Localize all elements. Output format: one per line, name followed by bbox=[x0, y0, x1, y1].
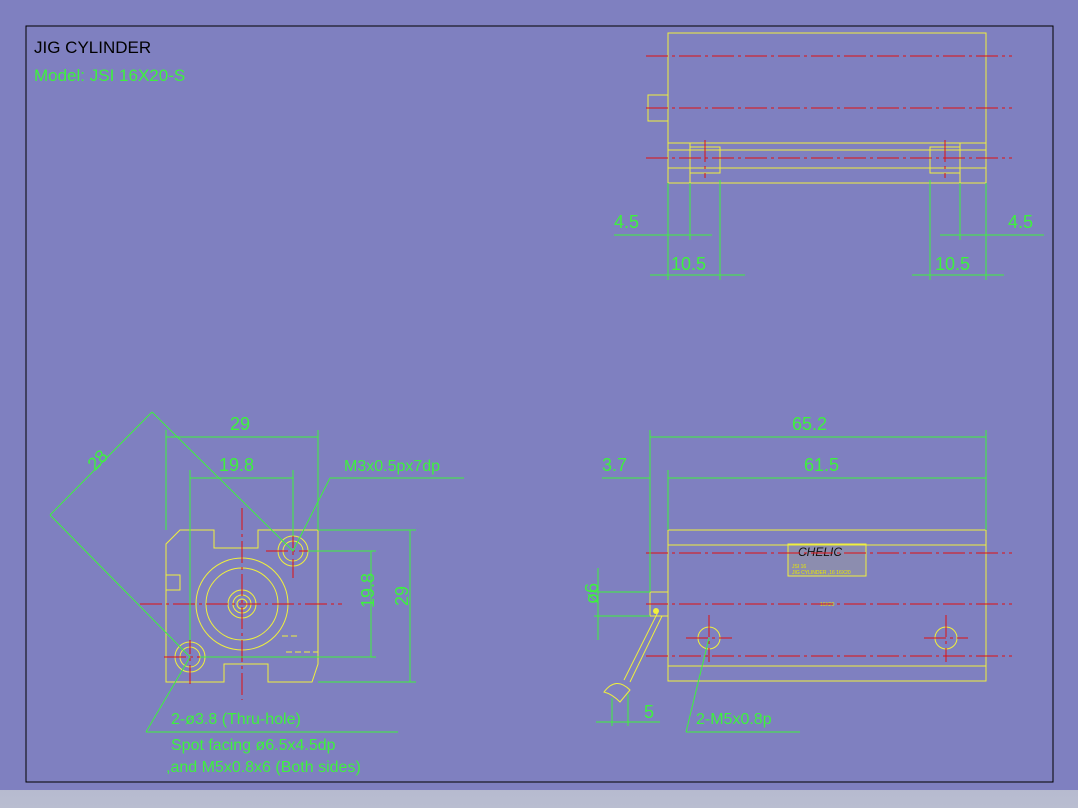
thread-callout: M3x0.5px7dp bbox=[344, 458, 440, 475]
side-view: CHELIC JSI 16 JIG CYLINDER ,16 16X20 16X… bbox=[582, 414, 1012, 733]
top-view-dimension-lines bbox=[614, 180, 1044, 280]
top-dim-right-offset: 4.5 bbox=[1008, 212, 1033, 232]
side-view-center-lines bbox=[646, 552, 1012, 662]
top-dim-right-width: 10.5 bbox=[935, 254, 970, 274]
side-dim-rod-dia: ø6 bbox=[582, 583, 602, 604]
label-line-2: JIG CYLINDER ,16 16X20 bbox=[792, 570, 851, 576]
label-line-1: JSI 16 bbox=[792, 564, 806, 570]
drawing-border bbox=[25, 25, 1054, 783]
side-dim-tip: 5 bbox=[644, 702, 654, 722]
thru-hole-callout: 2-ø3.8 (Thru-hole) bbox=[171, 711, 301, 728]
side-dim-body-length: 61.5 bbox=[804, 455, 839, 475]
brand-label: CHELIC bbox=[798, 545, 842, 559]
top-view-outline bbox=[647, 32, 987, 184]
spot-facing-callout: Spot facing ø6.5x4.5dp bbox=[171, 737, 336, 754]
body-mark: 16X20 bbox=[820, 602, 835, 608]
ports-callout: 2-M5x0.8p bbox=[696, 711, 772, 728]
model-label: Model: JSI 16X20-S bbox=[34, 66, 185, 85]
front-dim-vertical-pitch: 19.8 bbox=[358, 573, 378, 608]
front-view-dimension-lines bbox=[49, 411, 464, 733]
both-sides-callout: ,and M5x0.8x6 (Both sides) bbox=[166, 759, 361, 776]
drawing-area bbox=[0, 0, 1078, 790]
side-dim-total-length: 65.2 bbox=[792, 414, 827, 434]
side-view-label-plate bbox=[787, 543, 867, 577]
front-dim-height: 29 bbox=[392, 586, 412, 606]
rod-tip-marker bbox=[653, 608, 659, 614]
top-dim-left-offset: 4.5 bbox=[614, 212, 639, 232]
drawing-title: JIG CYLINDER bbox=[34, 38, 151, 57]
front-dim-width: 29 bbox=[230, 414, 250, 434]
front-view-outline bbox=[165, 529, 319, 683]
top-view: 4.5 4.5 10.5 10.5 bbox=[614, 32, 1044, 280]
front-dim-hole-pitch: 19.8 bbox=[219, 455, 254, 475]
front-view: 29 19.8 28 29 19.8 M3x0.5px7dp 2-ø3.8 (T… bbox=[49, 411, 464, 776]
side-dim-rod-offset: 3.7 bbox=[602, 455, 627, 475]
side-view-dimension-lines bbox=[594, 430, 987, 733]
top-view-center-lines bbox=[646, 55, 1012, 178]
top-dim-left-width: 10.5 bbox=[671, 254, 706, 274]
